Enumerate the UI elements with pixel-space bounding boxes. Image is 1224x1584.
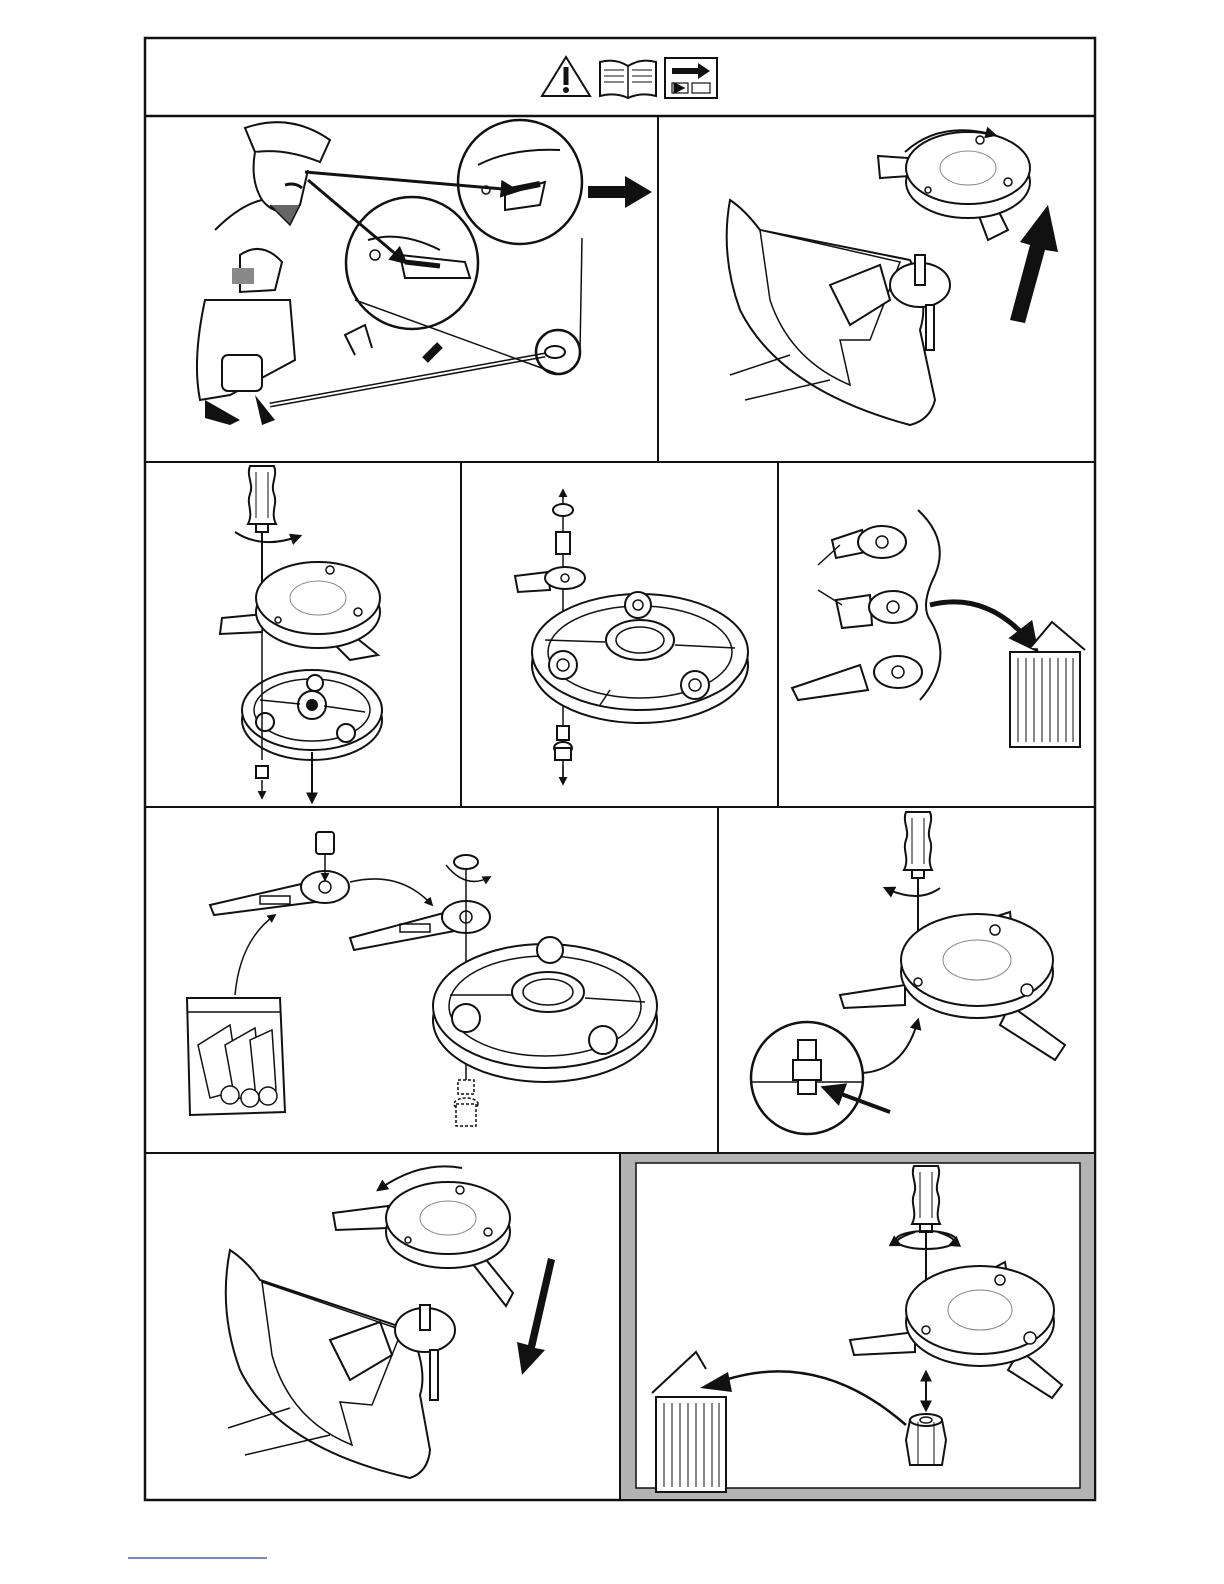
trash-bin-icon	[1010, 622, 1085, 747]
blade-icon	[515, 567, 585, 592]
trimmer-icon	[270, 325, 565, 405]
lift-arrow-icon	[1010, 205, 1058, 323]
panel-discard-worn-blades	[792, 510, 1085, 747]
panel-refit-blade-head	[226, 1166, 555, 1478]
disc-icon	[256, 562, 380, 648]
disc-icon	[901, 914, 1053, 1018]
screwdriver-icon	[248, 466, 276, 532]
spare-blades-bag-icon	[187, 998, 285, 1115]
screwdriver-icon	[912, 1166, 940, 1232]
worn-blade-icon	[818, 590, 917, 628]
worn-blade-icon	[818, 526, 906, 565]
disc-icon	[532, 592, 748, 723]
blade-icon	[350, 901, 490, 950]
worn-blade-icon	[792, 656, 922, 700]
read-manual-book-icon	[600, 61, 656, 98]
magnifier-circle-icon	[751, 1022, 890, 1134]
operator-head-icon	[215, 122, 330, 230]
nut-icon	[256, 766, 268, 778]
panel-fit-new-blades	[187, 832, 657, 1126]
magnifier-circle-icon	[346, 120, 582, 374]
warning-triangle-icon	[542, 57, 590, 96]
kneeling-operator-icon	[197, 249, 295, 425]
blade-disc-icon	[333, 1182, 513, 1306]
blade-disc-icon	[878, 132, 1030, 240]
panel-replace-locknut	[621, 1154, 1094, 1499]
disc-icon	[242, 670, 382, 760]
screwdriver-icon	[904, 812, 932, 878]
panel-protective-gear	[197, 120, 652, 425]
refer-to-page-icon	[665, 58, 717, 98]
arrow-icon	[930, 602, 1035, 648]
rotate-arrow-icon	[235, 532, 300, 542]
panel-unscrew-disc	[220, 466, 382, 802]
bolt-icon	[454, 1080, 478, 1126]
down-arrow-icon	[517, 1258, 555, 1375]
panel-tighten-disc	[751, 812, 1065, 1134]
spacer-icon	[316, 832, 334, 854]
spacer-icon	[556, 532, 570, 554]
blade-icon	[210, 871, 349, 915]
panel-remove-blade	[515, 490, 748, 784]
disc-icon	[906, 1266, 1054, 1366]
panel-remove-blade-head	[727, 130, 1058, 425]
arrow-right-icon	[588, 176, 652, 208]
locknut-icon	[906, 1414, 946, 1465]
washer-icon	[553, 504, 573, 516]
header-icons	[145, 57, 1095, 116]
washer-icon	[454, 855, 478, 869]
bolt-icon	[554, 726, 572, 760]
